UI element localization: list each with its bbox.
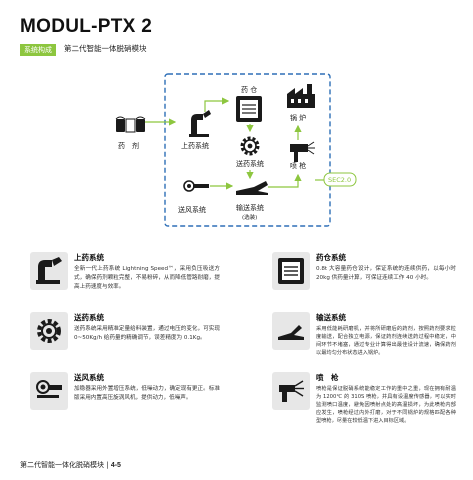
boiler-icon: [287, 84, 315, 108]
card-tank-title: 药仓系统: [316, 253, 346, 262]
page-numbers: 4-5: [110, 462, 121, 469]
sec-badge: [323, 172, 357, 187]
card-conveyor: 输送系统 采用低能耗研磨机，并将所研磨后的药剂，按照药剂要求粒度输送，配合独立电…: [272, 312, 457, 372]
page-footer: 第二代智能一体化脱硝模块 | 4-5: [20, 460, 121, 470]
sec-label: SEC2.0: [328, 176, 351, 184]
conveyor-card-icon: [272, 312, 310, 350]
card-feeder-text: 全新一代上药系统 Lightning Speed™，采用负压吸送方式，确保药剂颗…: [74, 266, 220, 291]
blower-label: 送风系统: [178, 205, 206, 214]
card-feeder-title: 上药系统: [74, 253, 104, 262]
dosing-card-icon: [30, 312, 68, 350]
reagent-label: 药 剂: [118, 141, 139, 150]
card-feeder: 上药系统 全新一代上药系统 Lightning Speed™，采用负压吸送方式，…: [30, 252, 220, 312]
card-blower-text: 加稳器采用外置增压系统，低噪动力，确定现有更正。标准版采用内置高压旋涡风机，提供…: [74, 386, 220, 402]
conveyor-note: (选装): [242, 213, 257, 221]
conveyor-label: 输送系统: [236, 203, 264, 212]
reagent-bags-icon: [115, 116, 146, 133]
card-nozzle: 喷 枪 喷枪是保证脱硝系统能稳定工作的重中之重，现在拥有耐温为 1200℃ 的 …: [272, 372, 457, 452]
tank-card-icon: [272, 252, 310, 290]
section-tag: 系统构成: [20, 44, 56, 56]
card-dosing-text: 送药系统采用精准定量给料装置，通过电压的变化，可实现 0~50Kg/h 给药量的…: [74, 326, 220, 342]
footer-text: 第二代智能一体化脱硝模块 |: [20, 461, 109, 469]
card-nozzle-title: 喷 枪: [316, 373, 339, 382]
blower-card-icon: [30, 372, 68, 410]
blower-icon: [183, 180, 209, 192]
card-tank-text: 0.8t 大容量药仓设计，保证系统的连续供药，以每小时 20kg 供药量计算，可…: [316, 266, 456, 282]
page-subtitle: 第二代智能一体脱硝模块: [64, 44, 147, 53]
feeder-card-icon: [30, 252, 68, 290]
card-dosing: 送药系统 送药系统采用精准定量给料装置，通过电压的变化，可实现 0~50Kg/h…: [30, 312, 220, 372]
connector-feeder-tank: [204, 97, 230, 112]
card-blower: 送风系统 加稳器采用外置增压系统，低噪动力，确定现有更正。标准版采用内置高压旋涡…: [30, 372, 220, 432]
card-conveyor-title: 输送系统: [316, 313, 346, 322]
nozzle-icon: [290, 141, 315, 162]
dosing-label: 送药系统: [236, 159, 264, 168]
page-title: MODUL-PTX 2: [20, 16, 153, 37]
feeder-label: 上药系统: [181, 141, 209, 150]
connector-conveyor-nozzle: [268, 173, 302, 188]
feeder-icon: [189, 110, 211, 137]
nozzle-card-icon: [272, 372, 310, 410]
boiler-label: 锅 炉: [290, 113, 306, 122]
card-conveyor-text: 采用低能耗研磨机，并将所研磨后的药剂，按照药剂要求粒度输送，配合独立电源，保证药…: [316, 326, 456, 356]
card-nozzle-text: 喷枪是保证脱硝系统能稳定工作的重中之重，现在拥有耐温为 1200℃ 的 310S…: [316, 386, 456, 424]
nozzle-label: 喷 枪: [290, 161, 306, 170]
card-blower-title: 送风系统: [74, 373, 104, 382]
card-dosing-title: 送药系统: [74, 313, 104, 322]
card-tank: 药仓系统 0.8t 大容量药仓设计，保证系统的连续供药，以每小时 20kg 供药…: [272, 252, 457, 312]
reagent-tank-icon: [236, 96, 262, 122]
reagent-tank-label: 药 仓: [241, 85, 257, 94]
system-diagram: 药 剂 上药系统 药 仓 锅 炉 送药系统 喷 枪: [115, 73, 357, 227]
system-boundary: [164, 73, 331, 227]
conveyor-icon: [236, 181, 268, 195]
dosing-gear-icon: [240, 136, 260, 156]
